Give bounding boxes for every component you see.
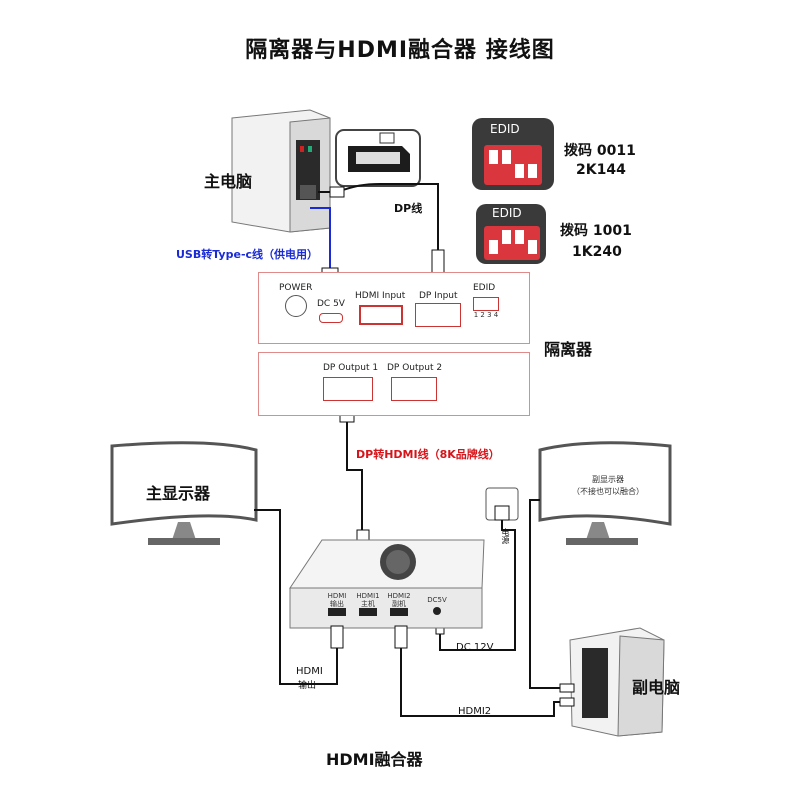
fusion-hdmi2-label: HDMI2 [387,592,411,600]
fusion-hdmi-out-label: HDMI [327,592,347,600]
main-pc-label: 主电脑 [204,172,253,191]
edid-chip-text-2: EDID [492,206,522,220]
power-button-icon [285,295,307,317]
fusion-hdmi1-sub: 主机 [361,600,375,608]
sub-pc-label: 副电脑 [632,678,681,697]
edid-dip-switch-icon [473,297,499,311]
edid-chip-text-1: EDID [490,122,520,136]
hdmi2-cable-label: HDMI2 [458,706,492,717]
dp-output2-port-icon [391,377,437,401]
hdmi-output-label: HDMI [296,666,323,677]
power-port-label: POWER [279,283,313,293]
dp-input-label: DP Input [419,291,458,301]
fusion-dc-label: DC5V [427,596,447,604]
dc12v-label: DC 12V [456,642,494,653]
fusion-hdmi-out-sub: 输出 [330,600,344,608]
isolator-label: 隔离器 [544,340,593,359]
hdmi-fusion-box-icon [289,539,485,629]
sub-monitor-note: （不接也可以融合） [572,487,644,496]
dp-to-hdmi-label: DP转HDMI线（8K品牌线） [356,448,500,461]
fusion-hdmi1-label: HDMI1 [356,592,380,600]
usb-typec-label: USB转Type-c线（供电用） [176,248,319,261]
edid-switch-photo-1 [472,118,554,190]
dp-output1-label: DP Output 1 [323,363,379,373]
hdmi-output-sub-label: 输出 [298,681,317,691]
dp-output2-label: DP Output 2 [387,363,443,373]
page-title: 隔离器与HDMI融合器 接线图 [245,38,555,63]
hdmi-input-port-icon [359,305,403,325]
main-monitor-label: 主显示器 [146,484,211,503]
dip-numbers: 1 2 3 4 [473,311,499,319]
typec-port-icon [319,313,343,323]
edid-code1-label: 拨码 0011 [564,143,636,159]
power-label: 电源 [501,528,510,544]
power-socket-icon [485,487,519,521]
fusion-label: HDMI融合器 [326,750,423,769]
sub-pc-tower-icon [559,627,665,737]
dp-output1-port-icon [323,377,373,401]
sub-monitor-icon [538,441,672,545]
sub-monitor-label: 副显示器 [592,475,624,484]
edid-switch-photo-2 [476,204,546,264]
hdmi-input-label: HDMI Input [355,291,406,301]
dp-port-inset-icon [335,129,421,187]
edid-code2-mode: 1K240 [572,244,622,260]
fusion-hdmi2-sub: 副机 [392,600,406,608]
edid-label: EDID [473,283,496,293]
main-monitor-icon [110,441,258,545]
isolator-input-panel: POWER DC 5V HDMI Input DP Input EDID 1 2… [258,272,530,344]
edid-code1-mode: 2K144 [576,162,626,178]
edid-code2-label: 拨码 1001 [560,223,632,239]
main-pc-tower-icon [231,109,331,233]
dc5v-port-label: DC 5V [317,299,345,309]
isolator-output-panel: DP Output 1 DP Output 2 [258,352,530,416]
dp-cable-label: DP线 [394,202,423,215]
dp-input-port-icon [415,303,461,327]
